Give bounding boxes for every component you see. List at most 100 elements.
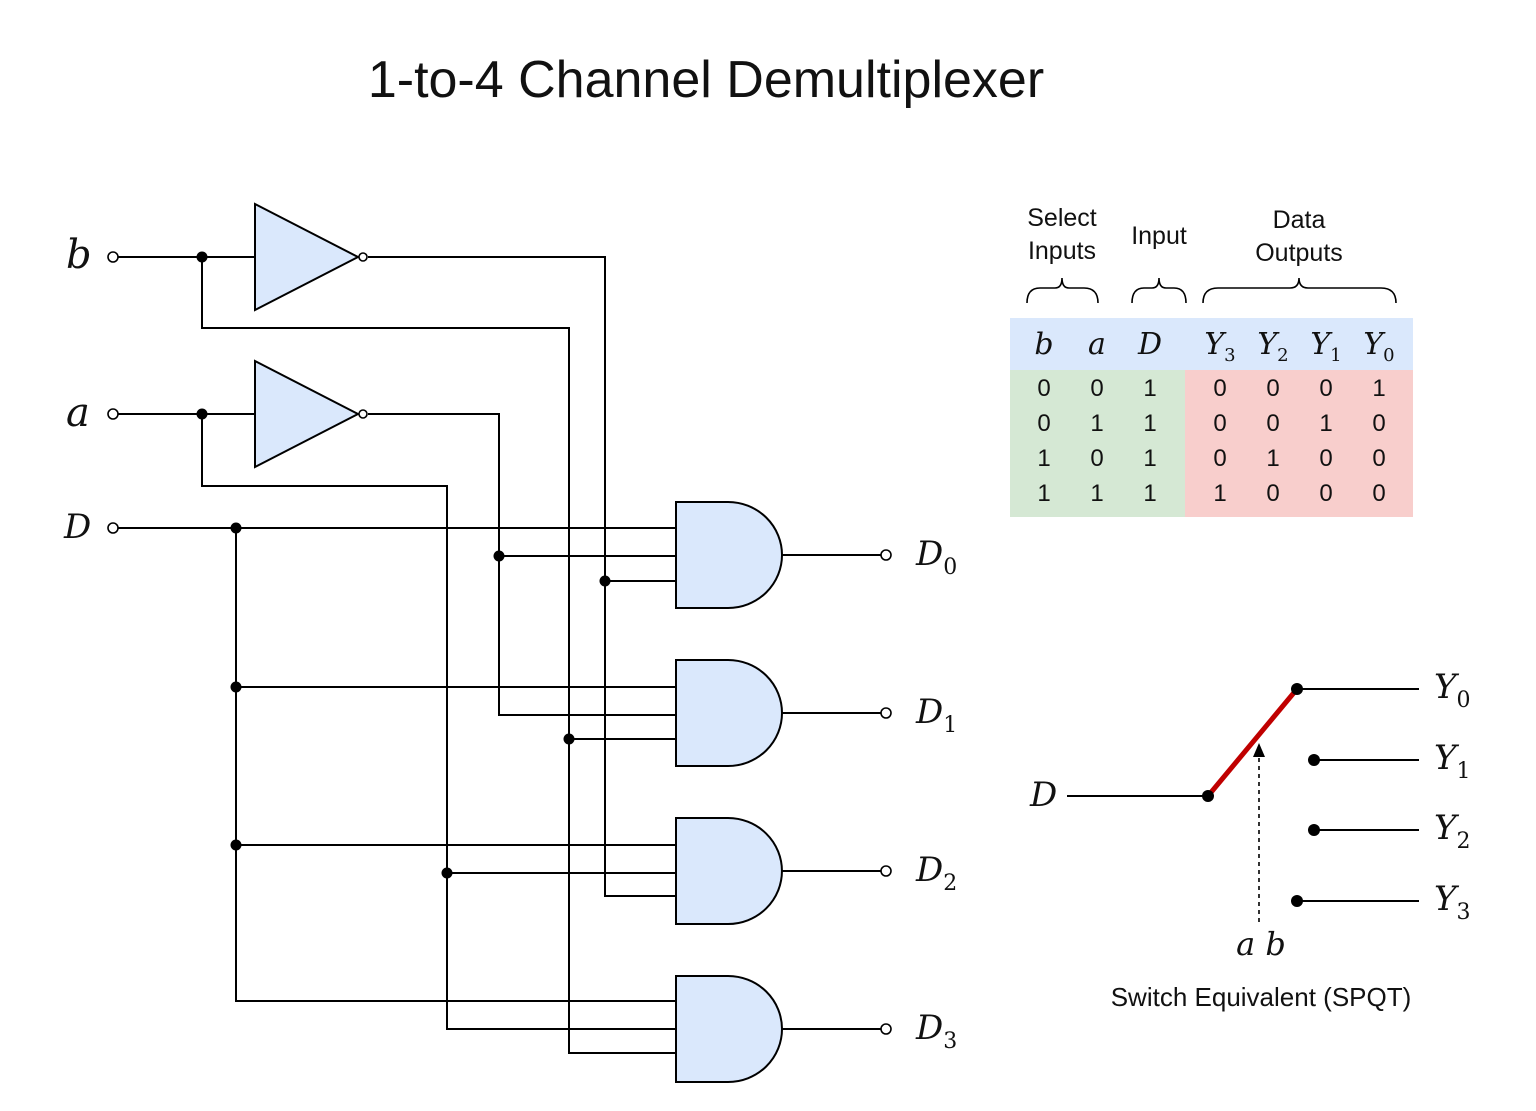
table-cell: 0: [1372, 410, 1385, 437]
switch-input-label: D: [1029, 775, 1057, 815]
junction-dot: [599, 575, 611, 587]
col-header-d: D: [1137, 327, 1162, 362]
group-label-outputs: Data: [1273, 206, 1326, 234]
output-labels: D0 D1 D2 D3: [915, 534, 957, 1054]
col-header-a: a: [1088, 327, 1106, 362]
junction-dot: [230, 681, 242, 693]
and-gate-3: [675, 975, 783, 1083]
wire-not-a: [368, 413, 676, 716]
control-label: a b: [1236, 925, 1286, 963]
table-cell: 1: [1266, 445, 1279, 472]
table-cell: 1: [1143, 410, 1156, 437]
table-cell: 1: [1143, 480, 1156, 507]
switch-output-label-y0: Y0: [1434, 667, 1470, 713]
switch-output-label-y2: Y2: [1434, 808, 1470, 854]
wire-a-direct: [201, 414, 676, 1030]
input-label-b: b: [66, 232, 92, 278]
table-cell: 1: [1319, 410, 1332, 437]
output-label-d1: D1: [915, 692, 957, 738]
table-cell: 1: [1090, 410, 1103, 437]
table-cell: 0: [1372, 480, 1385, 507]
col-header-y0: Y0: [1363, 327, 1394, 366]
output-terminal-d1: [880, 707, 892, 719]
and-gate-0: [675, 501, 783, 609]
switch-equivalent: D Y0 Y1 Y2 Y3 a b Switch Equivalent (SPQ…: [1029, 667, 1470, 1012]
switch-output-label-y3: Y3: [1434, 879, 1470, 925]
table-cell: 1: [1372, 375, 1385, 402]
not-gate-b-bubble: [358, 252, 368, 262]
wire-not-b: [368, 256, 676, 897]
group-label-input: Input: [1131, 222, 1187, 250]
not-gate-a: [254, 359, 361, 469]
col-header-y3: Y3: [1204, 327, 1235, 366]
input-terminal-a: [107, 408, 119, 420]
table-cell: 0: [1037, 375, 1050, 402]
table-cell: 0: [1319, 445, 1332, 472]
output-label-d2: D2: [915, 850, 957, 896]
wire-d-bus: [235, 528, 676, 1002]
truth-table: Select Inputs Input Data Outputs b a D Y…: [1010, 204, 1413, 517]
col-header-y1: Y1: [1310, 327, 1341, 366]
table-cell: 1: [1037, 480, 1050, 507]
switch-contact-y1: [1308, 754, 1320, 766]
table-inputs-bg: [1010, 370, 1185, 517]
junction-dots: [196, 251, 611, 879]
col-header-b: b: [1034, 327, 1053, 362]
input-labels: b a D: [63, 232, 92, 547]
brace-select: [1026, 277, 1099, 304]
control-arrow-head: [1253, 743, 1265, 757]
junction-dot: [563, 733, 575, 745]
group-label-select: Inputs: [1028, 237, 1096, 265]
table-cell: 0: [1213, 410, 1226, 437]
table-header-bg: [1010, 318, 1413, 370]
table-cell: 1: [1090, 480, 1103, 507]
table-cell: 1: [1213, 480, 1226, 507]
table-cell: 0: [1372, 445, 1385, 472]
table-cell: 1: [1143, 445, 1156, 472]
output-label-d0: D0: [915, 534, 957, 580]
table-cell: 0: [1213, 375, 1226, 402]
input-terminal-b: [107, 251, 119, 263]
and-gate-1: [675, 659, 783, 767]
brace-outputs: [1202, 277, 1397, 304]
not-gates: [254, 202, 368, 469]
junction-dot: [493, 550, 505, 562]
and-gates: [675, 501, 783, 1083]
junction-dot: [230, 839, 242, 851]
circuit-wires: [118, 256, 881, 1054]
and-gate-2: [675, 817, 783, 925]
output-terminal-d2: [880, 865, 892, 877]
table-cell: 0: [1213, 445, 1226, 472]
table-row: 1 1 1 1 0 0 0: [1037, 480, 1385, 507]
table-cell: 0: [1266, 375, 1279, 402]
terminals: [107, 251, 892, 1035]
junction-dot: [196, 251, 208, 263]
page-title: 1-to-4 Channel Demultiplexer: [368, 51, 1044, 109]
switch-output-label-y1: Y1: [1434, 738, 1470, 784]
table-row: 1 0 1 0 1 0 0: [1037, 445, 1385, 472]
brace-input: [1131, 277, 1187, 304]
wire-b-direct: [201, 257, 676, 1054]
switch-caption: Switch Equivalent (SPQT): [1111, 982, 1412, 1012]
table-row: 0 0 1 0 0 0 1: [1037, 375, 1385, 402]
junction-dot: [196, 408, 208, 420]
input-label-a: a: [66, 390, 90, 436]
table-cell: 0: [1319, 480, 1332, 507]
switch-pivot-dot: [1202, 790, 1214, 802]
not-gate-a-bubble: [358, 409, 368, 419]
table-cell: 1: [1037, 445, 1050, 472]
switch-contact-y3: [1291, 895, 1303, 907]
table-row: 0 1 1 0 0 1 0: [1037, 410, 1385, 437]
input-label-d: D: [63, 507, 91, 547]
table-cell: 0: [1090, 375, 1103, 402]
output-terminal-d0: [880, 549, 892, 561]
table-cell: 1: [1143, 375, 1156, 402]
group-label-select: Select: [1027, 204, 1097, 232]
output-label-d3: D3: [915, 1008, 957, 1054]
col-header-y2: Y2: [1257, 327, 1288, 366]
table-cell: 0: [1266, 480, 1279, 507]
input-terminal-d: [107, 522, 119, 534]
not-gate-b: [254, 202, 361, 312]
